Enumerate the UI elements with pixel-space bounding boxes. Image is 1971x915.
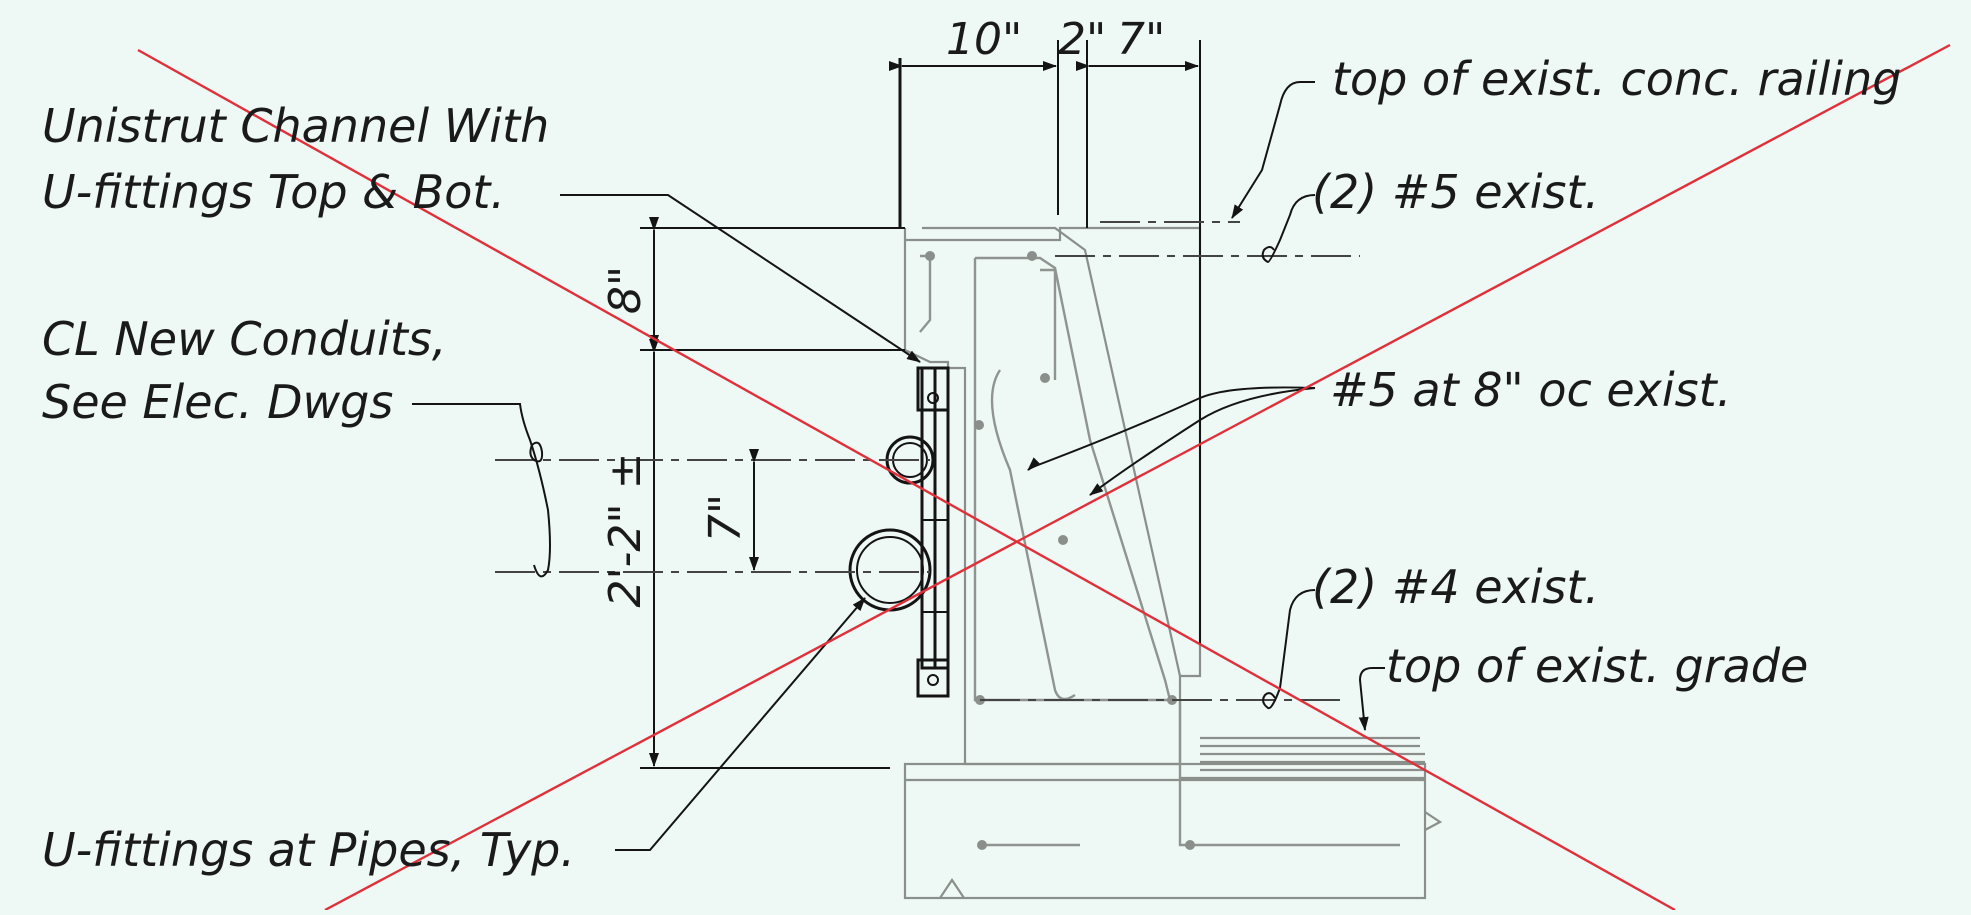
dim-2ft-2in: 2'-2" ± — [600, 452, 651, 607]
unistrut-channel — [916, 366, 950, 698]
note-bars-5-oc: #5 at 8" oc exist. — [1330, 363, 1731, 417]
dim-7in: 7" — [700, 494, 751, 542]
existing-railing — [903, 226, 1443, 900]
note-conduits-line2: See Elec. Dwgs — [42, 375, 393, 429]
note-unistrut-line2: U-fittings Top & Bot. — [42, 165, 505, 219]
note-bars-4: (2) #4 exist. — [1312, 560, 1599, 614]
dim-10in: 10" — [946, 14, 1022, 65]
dimension-lines — [495, 40, 1360, 769]
dim-2in: 2" — [1058, 14, 1106, 65]
note-ufittings: U-fittings at Pipes, Typ. — [42, 823, 575, 877]
note-unistrut-line1: Unistrut Channel With — [42, 99, 549, 153]
note-bars-5-top: (2) #5 exist. — [1312, 165, 1599, 219]
strike-lines — [137, 43, 1951, 912]
note-top-grade: top of exist. grade — [1386, 639, 1808, 693]
dim-8in: 8" — [600, 266, 651, 314]
note-top-railing: top of exist. conc. railing — [1332, 52, 1901, 106]
conduit-large — [848, 528, 932, 612]
grade-hatch — [1180, 736, 1425, 780]
leaders — [412, 81, 1385, 851]
note-conduits-line1: CL New Conduits, — [42, 312, 447, 366]
dim-7in-top: 7" — [1117, 14, 1165, 65]
